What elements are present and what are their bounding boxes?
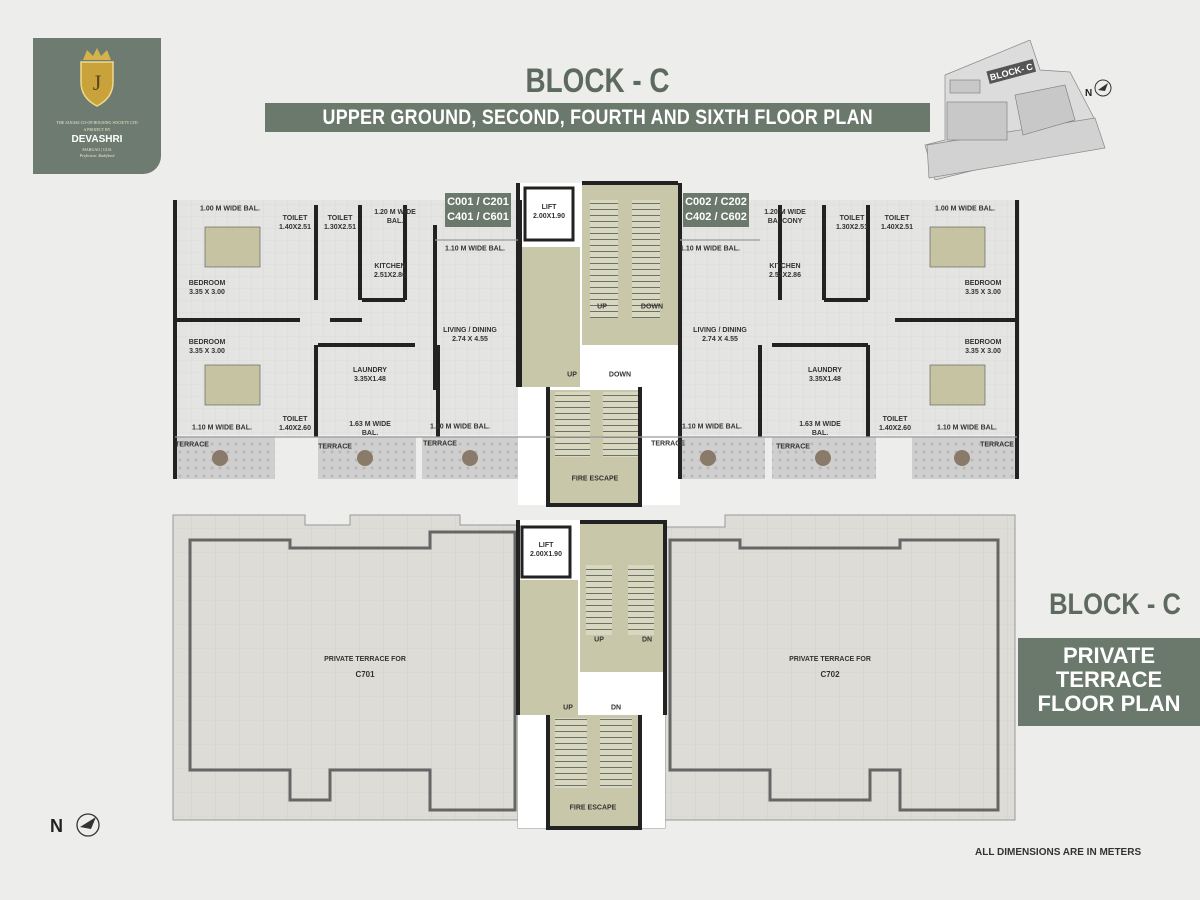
stair-up-2: UP — [567, 371, 577, 379]
key-plan-block-marker — [986, 59, 1037, 85]
subtitle-text: UPPER GROUND, SECOND, FOURTH AND SIXTH F… — [322, 106, 873, 129]
fire-escape-label: FIRE ESCAPE — [571, 475, 619, 483]
north-compass: N — [50, 813, 100, 837]
unit-numbers-line1: C001 / C201 — [447, 196, 509, 208]
logo-location: MARGAO | GOA — [82, 147, 112, 152]
left-terrace-2: TERRACE — [318, 443, 352, 451]
unit-numbers-line1: C002 / C202 — [685, 196, 747, 208]
dimensions-note: ALL DIMENSIONS ARE IN METERS — [975, 847, 1142, 858]
page-subtitle: UPPER GROUND, SECOND, FOURTH AND SIXTH F… — [265, 103, 930, 132]
terrace-stair-up-1: UP — [594, 636, 604, 644]
logo-brand: DEVASHRI — [71, 134, 123, 145]
right-balcony-top: 1.00 M WIDE BAL. — [935, 205, 995, 213]
logo-project-by: A PROJECT BY — [83, 127, 111, 132]
stair-down-1: DOWN — [640, 303, 664, 311]
right-terrace-3: TERRACE — [980, 441, 1014, 449]
left-terrace-3: TERRACE — [423, 440, 457, 448]
north-arrow-icon — [76, 813, 100, 837]
right-living-balcony: 1.10 M WIDE BAL. — [680, 245, 740, 253]
logo-society: THE JANAKI CO-OP HOUSING SOCIETY LTD — [56, 120, 138, 125]
terrace-plan-title: BLOCK - C — [1049, 588, 1181, 621]
terrace-stair-up-2: UP — [563, 704, 573, 712]
north-compass-icon — [1094, 79, 1112, 97]
left-terrace-1: TERRACE — [175, 441, 209, 449]
compass-north-label: N — [50, 816, 63, 836]
devashri-logo: J THE JANAKI CO-OP HOUSING SOCIETY LTD A… — [33, 38, 161, 174]
terrace-stair-down-2: DN — [610, 704, 622, 712]
right-bedroom2-balcony: 1.10 M WIDE BAL. — [937, 424, 997, 432]
unit-numbers-line2: C402 / C602 — [685, 211, 747, 223]
page-title: BLOCK - C — [525, 62, 670, 100]
crest-icon: J — [80, 48, 114, 107]
core-lobby — [520, 247, 580, 387]
stair-down-2: DOWN — [608, 371, 632, 379]
right-terrace-1: TERRACE — [651, 440, 685, 448]
right-living-balcony-2: 1.10 M WIDE BAL. — [682, 423, 742, 431]
left-bedroom2-balcony: 1.10 M WIDE BAL. — [192, 424, 252, 432]
left-balcony-top: 1.00 M WIDE BAL. — [200, 205, 260, 213]
right-terrace-2: TERRACE — [776, 443, 810, 451]
logo-tagline: Perfection. Redefined — [79, 153, 115, 158]
terrace-fire-escape-label: FIRE ESCAPE — [569, 804, 617, 812]
unit-numbers-line2: C401 / C601 — [447, 211, 509, 223]
logo-monogram: J — [93, 70, 102, 95]
terrace-stair-down-1: DN — [641, 636, 653, 644]
key-plan-north: N — [1085, 88, 1092, 99]
key-plan: BLOCK- C N — [924, 40, 1112, 180]
left-living-balcony: 1.10 M WIDE BAL. — [445, 245, 505, 253]
left-living-balcony-2: 1.10 M WIDE BAL. — [430, 423, 490, 431]
stair-up-1: UP — [597, 303, 607, 311]
